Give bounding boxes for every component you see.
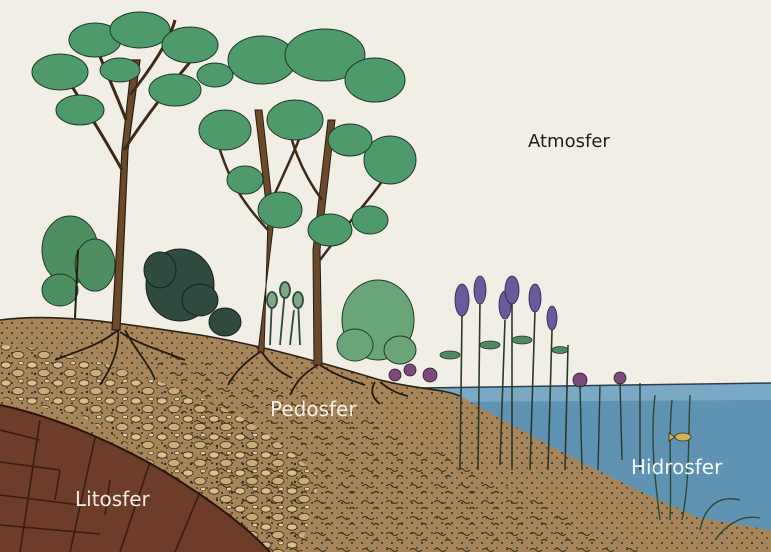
atmosphere-label: Atmosfer	[528, 131, 610, 152]
pedosphere-label: Pedosfer	[270, 397, 357, 421]
lithosphere-label: Litosfer	[75, 487, 150, 511]
hydrosphere-label: Hidrosfer	[631, 455, 722, 479]
